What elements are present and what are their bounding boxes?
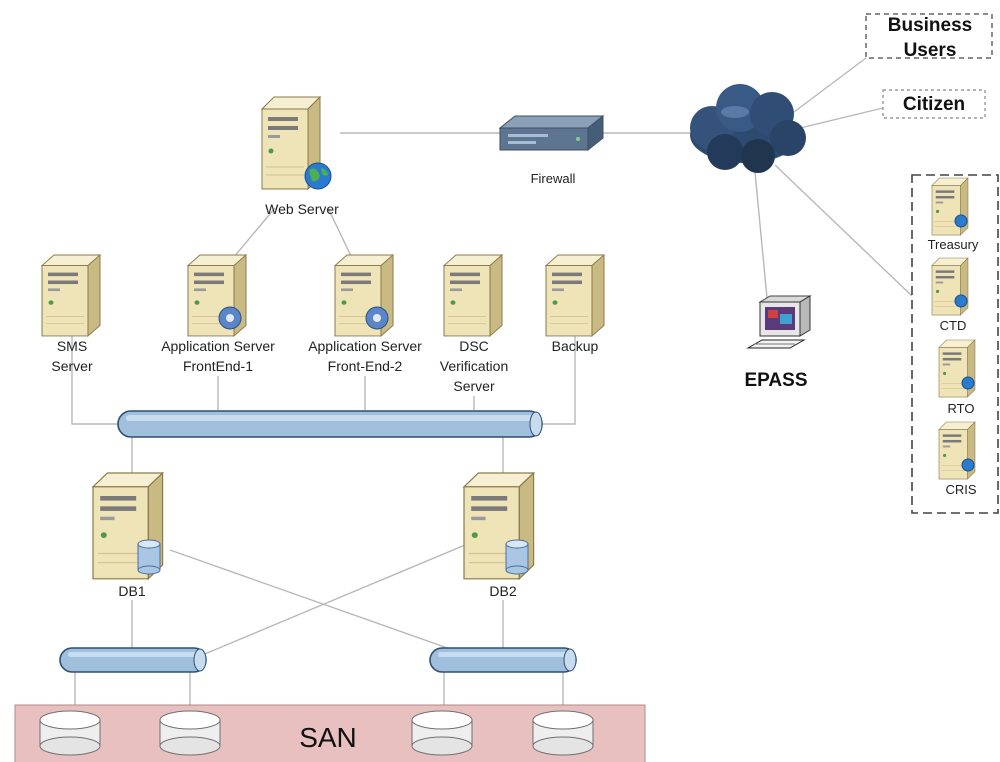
database-icon	[137, 539, 161, 575]
cris-label: CRIS	[945, 482, 976, 497]
disk-icon	[159, 710, 221, 756]
dsc-label-line1: DSC	[459, 338, 489, 354]
app-server-2-label-line2: Front-End-2	[328, 358, 403, 374]
firewall-label: Firewall	[531, 171, 576, 186]
app-server-1-label-line1: Application Server	[161, 338, 275, 354]
globe-icon	[961, 376, 975, 390]
disk-icon	[39, 710, 101, 756]
business-users-label-line2: Users	[904, 40, 957, 61]
application-server-frontend-2[interactable]: Application Server Front-End-2	[308, 254, 422, 374]
business-users-label-line1: Business	[888, 15, 972, 36]
server-icon	[443, 254, 503, 337]
epass-label: EPASS	[744, 370, 807, 391]
sms-server-label-line1: SMS	[57, 338, 87, 354]
departments-box	[911, 174, 999, 514]
disk-icon	[532, 710, 594, 756]
disk-icon	[411, 710, 473, 756]
dsc-verification-server[interactable]: DSC Verification Server	[440, 254, 508, 394]
ctd-label: CTD	[940, 318, 967, 333]
network-bus-main	[117, 410, 543, 438]
gear-badge-icon	[365, 306, 389, 330]
citizen-box	[882, 89, 986, 119]
app-server-2-label-line1: Application Server	[308, 338, 422, 354]
database-icon	[505, 539, 529, 575]
globe-icon	[304, 162, 332, 190]
application-server-frontend-1[interactable]: Application Server FrontEnd-1	[161, 254, 275, 374]
web-server[interactable]: Web Server	[261, 96, 339, 217]
db2-label: DB2	[489, 583, 516, 599]
server-icon	[545, 254, 605, 337]
rto-server[interactable]: RTO	[938, 339, 976, 416]
network-bus-right	[429, 647, 577, 673]
epass-node[interactable]: EPASS	[744, 295, 812, 391]
ctd-server[interactable]: CTD	[931, 257, 969, 333]
rto-label: RTO	[948, 401, 975, 416]
backup-label: Backup	[552, 338, 599, 354]
globe-icon	[954, 294, 968, 308]
sms-server[interactable]: SMS Server	[41, 254, 101, 374]
gear-badge-icon	[218, 306, 242, 330]
san-label: SAN	[299, 722, 357, 753]
app-server-1-label-line2: FrontEnd-1	[183, 358, 253, 374]
cris-server[interactable]: CRIS	[938, 421, 977, 497]
web-server-label: Web Server	[265, 201, 339, 217]
treasury-server[interactable]: Treasury	[928, 177, 979, 252]
db1-server[interactable]: DB1	[92, 472, 164, 599]
firewall[interactable]: Firewall	[498, 114, 605, 186]
business-users-node[interactable]: Business Users	[865, 13, 993, 61]
sms-server-label-line2: Server	[51, 358, 93, 374]
firewall-icon	[498, 114, 605, 152]
san-storage[interactable]: SAN	[14, 704, 646, 762]
citizen-label: Citizen	[903, 94, 965, 115]
db2-server[interactable]: DB2	[463, 472, 535, 599]
external-departments-group: Treasury CTD RTO CRIS	[911, 174, 999, 514]
treasury-label: Treasury	[928, 237, 979, 252]
dsc-label-line3: Server	[453, 378, 495, 394]
globe-icon	[961, 458, 975, 472]
business-users-box	[865, 13, 993, 59]
backup-server[interactable]: Backup	[545, 254, 605, 354]
dsc-label-line2: Verification	[440, 358, 508, 374]
citizen-node[interactable]: Citizen	[882, 89, 986, 119]
globe-icon	[954, 214, 968, 228]
cloud-icon	[690, 84, 806, 173]
db1-label: DB1	[118, 583, 145, 599]
computer-icon	[746, 295, 812, 349]
server-icon	[41, 254, 101, 337]
network-bus-left	[59, 647, 207, 673]
